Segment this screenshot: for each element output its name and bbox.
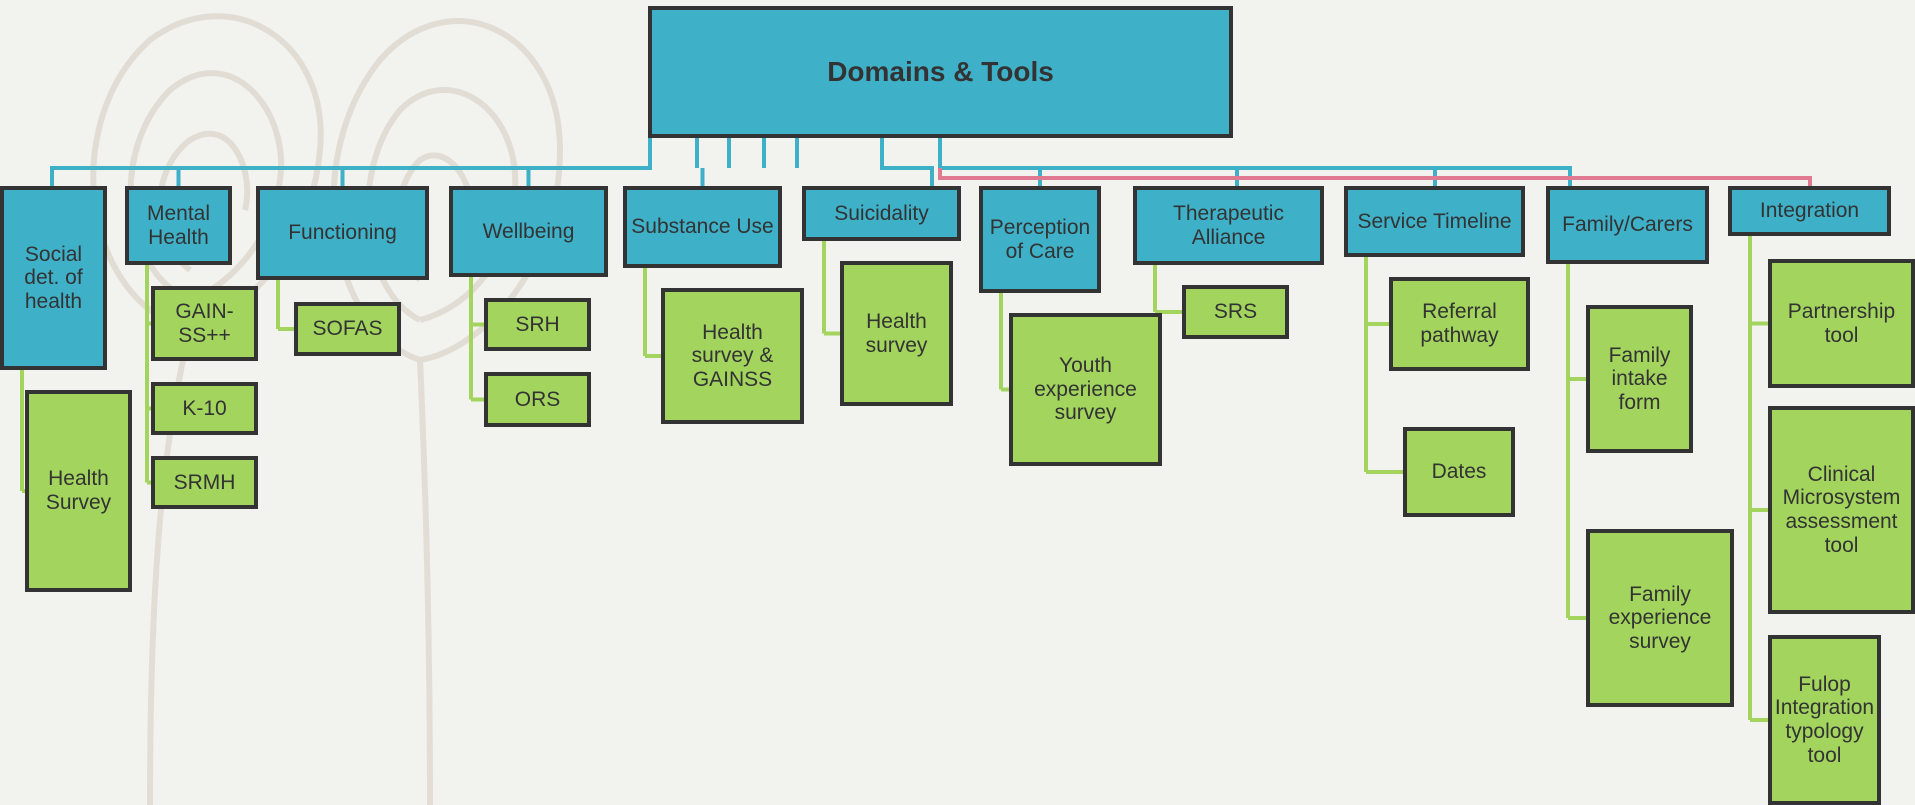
domain-node: Suicidality bbox=[802, 186, 961, 241]
tool-node: K-10 bbox=[151, 382, 258, 435]
tool-node: Fulop Integration typology tool bbox=[1768, 635, 1881, 805]
domain-node: Therapeutic Alliance bbox=[1133, 186, 1324, 265]
tool-node: ORS bbox=[484, 372, 591, 427]
tool-node: Health survey bbox=[840, 261, 953, 406]
tool-node: Clinical Microsystem assessment tool bbox=[1768, 406, 1915, 614]
tool-node: Referral pathway bbox=[1389, 277, 1530, 371]
tool-node: Youth experience survey bbox=[1009, 313, 1162, 466]
domain-node: Integration bbox=[1728, 186, 1891, 236]
domain-node: Service Timeline bbox=[1344, 186, 1525, 257]
tool-node: GAIN- SS++ bbox=[151, 286, 258, 361]
tool-node: SRS bbox=[1182, 285, 1289, 339]
domain-node: Family/Carers bbox=[1546, 186, 1709, 264]
tool-node: SOFAS bbox=[294, 302, 401, 356]
tool-node: Family intake form bbox=[1586, 305, 1693, 453]
tool-node: SRMH bbox=[151, 456, 258, 509]
domain-node: Substance Use bbox=[623, 186, 782, 268]
tool-node: Dates bbox=[1403, 427, 1515, 517]
integration-connector bbox=[938, 168, 1812, 186]
tool-node: SRH bbox=[484, 298, 591, 351]
domain-node: Mental Health bbox=[125, 186, 232, 265]
domain-node: Functioning bbox=[256, 186, 429, 280]
tool-node: Health Survey bbox=[25, 390, 132, 592]
tool-node: Health survey & GAINSS bbox=[661, 288, 804, 424]
domain-connector bbox=[50, 138, 652, 186]
tool-node: Partnership tool bbox=[1768, 259, 1915, 388]
domain-connector bbox=[880, 138, 934, 186]
domain-node: Social det. of health bbox=[0, 186, 107, 370]
domain-node: Wellbeing bbox=[449, 186, 608, 277]
root-node: Domains & Tools bbox=[648, 6, 1233, 138]
tool-node: Family experience survey bbox=[1586, 529, 1734, 707]
domain-node: Perception of Care bbox=[979, 186, 1101, 293]
